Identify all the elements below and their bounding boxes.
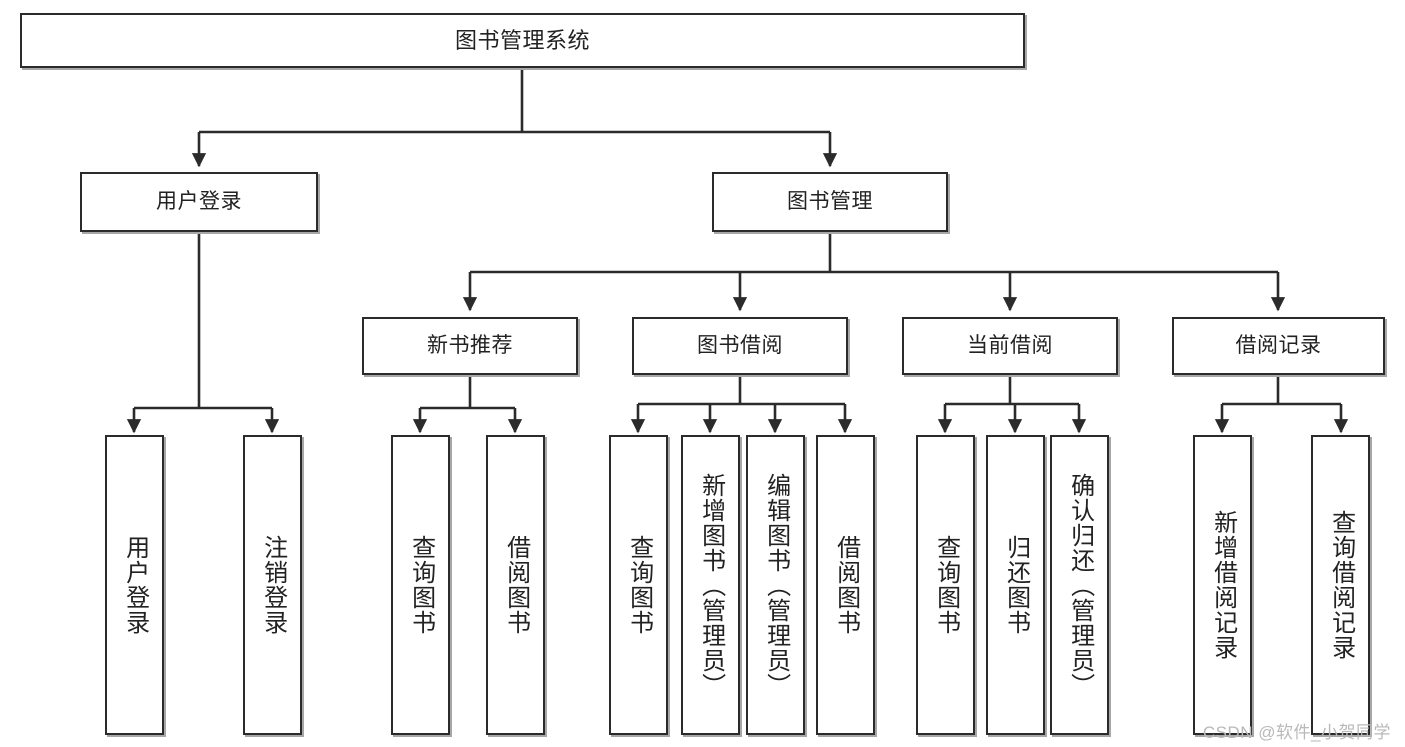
node-book-borrow[interactable]: 图书借阅 [632, 317, 848, 375]
leaf-user-logout[interactable]: 注销登录 [243, 435, 302, 735]
node-label: 借阅图书 [502, 535, 530, 635]
leaf-user-login[interactable]: 用户登录 [105, 435, 164, 735]
node-borrow-record[interactable]: 借阅记录 [1172, 317, 1385, 375]
leaf-query-book-borrow[interactable]: 查询图书 [609, 435, 668, 735]
leaf-query-book-current[interactable]: 查询图书 [916, 435, 975, 735]
leaf-edit-book-admin[interactable]: 编辑图书（管理员） [746, 435, 805, 735]
leaf-borrow-book[interactable]: 借阅图书 [816, 435, 875, 735]
node-label: 新增借阅记录 [1209, 510, 1237, 660]
node-label: 确认归还（管理员） [1066, 472, 1094, 698]
leaf-query-borrow-record[interactable]: 查询借阅记录 [1311, 435, 1370, 735]
node-label: 借阅记录 [1235, 333, 1322, 357]
node-label: 注销登录 [259, 535, 287, 635]
node-label: 当前借阅 [967, 333, 1053, 357]
node-label: 编辑图书（管理员） [762, 472, 790, 698]
node-root-system[interactable]: 图书管理系统 [20, 13, 1025, 68]
node-label: 查询借阅记录 [1327, 510, 1355, 660]
leaf-return-book[interactable]: 归还图书 [986, 435, 1045, 735]
leaf-borrow-book-new[interactable]: 借阅图书 [486, 435, 545, 735]
leaf-confirm-return-admin[interactable]: 确认归还（管理员） [1050, 435, 1109, 735]
node-label: 用户登录 [156, 189, 242, 213]
node-label: 查询图书 [625, 535, 653, 635]
node-label: 图书管理系统 [454, 27, 590, 53]
node-current-borrow[interactable]: 当前借阅 [902, 317, 1118, 375]
leaf-query-book-new[interactable]: 查询图书 [391, 435, 450, 735]
csdn-watermark: CSDN @软件_小贺同学 [1202, 723, 1391, 742]
node-label: 归还图书 [1002, 535, 1030, 635]
node-label: 图书管理 [787, 189, 873, 213]
node-label: 查询图书 [932, 535, 960, 635]
leaf-add-borrow-record[interactable]: 新增借阅记录 [1193, 435, 1252, 735]
node-label: 图书借阅 [697, 333, 783, 357]
node-label: 新增图书（管理员） [697, 472, 725, 698]
node-new-book-recommend[interactable]: 新书推荐 [362, 317, 578, 375]
node-book-management[interactable]: 图书管理 [712, 172, 948, 232]
node-label: 新书推荐 [427, 333, 513, 357]
leaf-add-book-admin[interactable]: 新增图书（管理员） [681, 435, 740, 735]
node-user-login[interactable]: 用户登录 [80, 172, 318, 232]
node-label: 查询图书 [407, 535, 435, 635]
node-label: 借阅图书 [832, 535, 860, 635]
node-label: 用户登录 [121, 535, 149, 635]
